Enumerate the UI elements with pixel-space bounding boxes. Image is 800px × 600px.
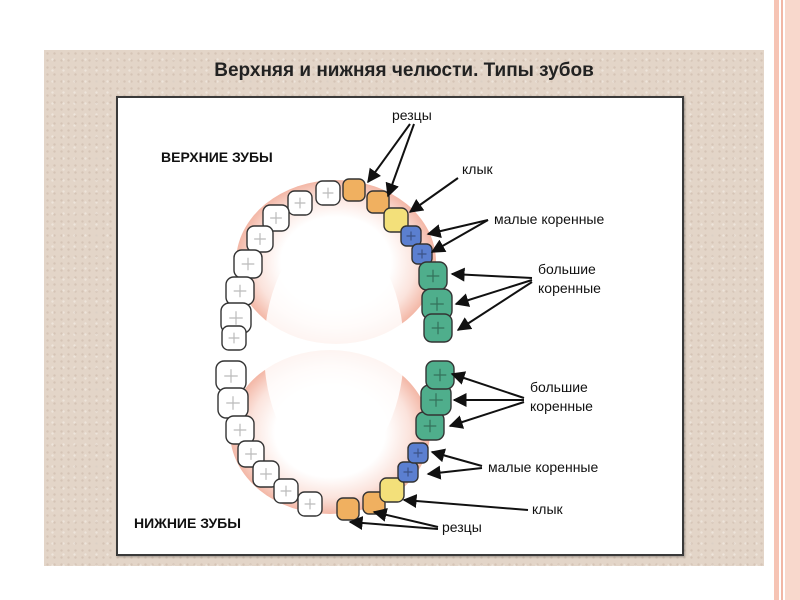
upper-premolar-13 [411, 243, 433, 265]
lower-molar-13 [415, 411, 445, 441]
lower-premolar-12 [407, 442, 429, 464]
label-upper-canine: клык [462, 161, 493, 177]
label-arrows [348, 123, 533, 530]
label-lower-incisors: резцы [442, 519, 482, 535]
label-lower-canine: клык [532, 501, 563, 517]
upper-tooth-3 [262, 204, 290, 232]
lower-tooth-4 [237, 440, 265, 468]
lower-tooth-6 [273, 478, 299, 504]
upper-premolar-12 [400, 225, 422, 247]
upper-tooth-5 [233, 249, 263, 279]
label-upper-teeth: ВЕРХНИЕ ЗУБЫ [161, 149, 273, 165]
slide-panel: Верхняя и нижняя челюсти. Типы зубов [44, 50, 764, 566]
label-upper-molars-line1: большие [538, 261, 596, 277]
lower-tooth-3 [225, 415, 255, 445]
label-lower-teeth: НИЖНИЕ ЗУБЫ [134, 515, 241, 531]
lower-incisor-8 [336, 497, 360, 521]
upper-tooth-2 [287, 190, 313, 216]
upper-tooth-8 [221, 325, 247, 351]
teeth-group [215, 178, 455, 521]
upper-tooth-1 [315, 180, 341, 206]
lower-tooth-1 [215, 360, 247, 392]
upper-molar-16 [423, 313, 453, 343]
upper-canine-11 [383, 207, 409, 233]
lower-molar-15 [425, 360, 455, 390]
palate [264, 230, 404, 470]
upper-molar-14 [418, 261, 448, 291]
label-upper-incisors: резцы [392, 107, 432, 123]
lower-tooth-5 [252, 460, 280, 488]
label-lower-premolars: малые коренные [488, 459, 599, 475]
lower-canine-10 [379, 477, 405, 503]
slide-right-border [774, 0, 800, 600]
lower-tooth-7 [297, 491, 323, 517]
lower-premolar-11 [397, 461, 419, 483]
lower-tooth-2 [217, 387, 249, 419]
upper-tooth-4 [246, 225, 274, 253]
label-lower-molars-line1: большие [530, 379, 588, 395]
upper-incisor-10 [366, 190, 390, 214]
label-upper-premolars: малые коренные [494, 211, 605, 227]
upper-incisor-9 [342, 178, 366, 202]
label-upper-molars-line2: коренные [538, 280, 601, 296]
label-lower-molars-line2: коренные [530, 398, 593, 414]
upper-tooth-6 [225, 276, 255, 306]
diagram-title: Верхняя и нижняя челюсти. Типы зубов [214, 60, 594, 81]
